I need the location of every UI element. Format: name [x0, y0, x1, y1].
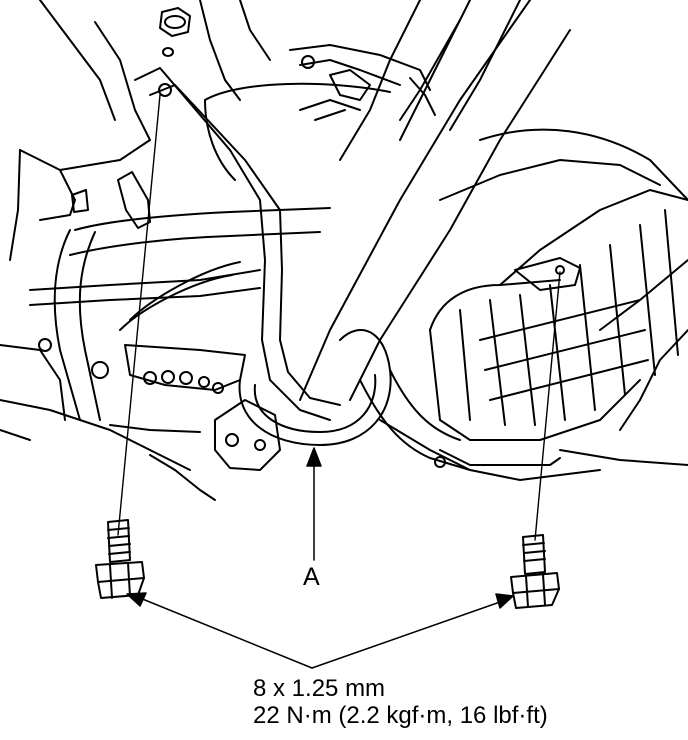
torque-spec: 22 N·m (2.2 kgf·m, 16 lbf·ft): [253, 702, 548, 729]
installation-lines: [118, 95, 560, 540]
catalytic-converter: [430, 190, 688, 467]
nut-icon: [160, 8, 190, 56]
left-bolt-icon: [96, 520, 144, 598]
exhaust-pipe: [290, 0, 570, 400]
hanger-bracket-a: [110, 68, 391, 470]
callout-a-leader: [307, 448, 321, 560]
spec-leaders: [127, 593, 513, 668]
right-bolt-icon: [511, 535, 559, 608]
bolt-size-spec: 8 x 1.25 mm: [253, 675, 386, 702]
callout-label-a: A: [303, 563, 320, 591]
hose-fitting: [72, 172, 150, 228]
left-bolt-line: [118, 95, 160, 535]
right-bolt-line: [535, 272, 560, 540]
